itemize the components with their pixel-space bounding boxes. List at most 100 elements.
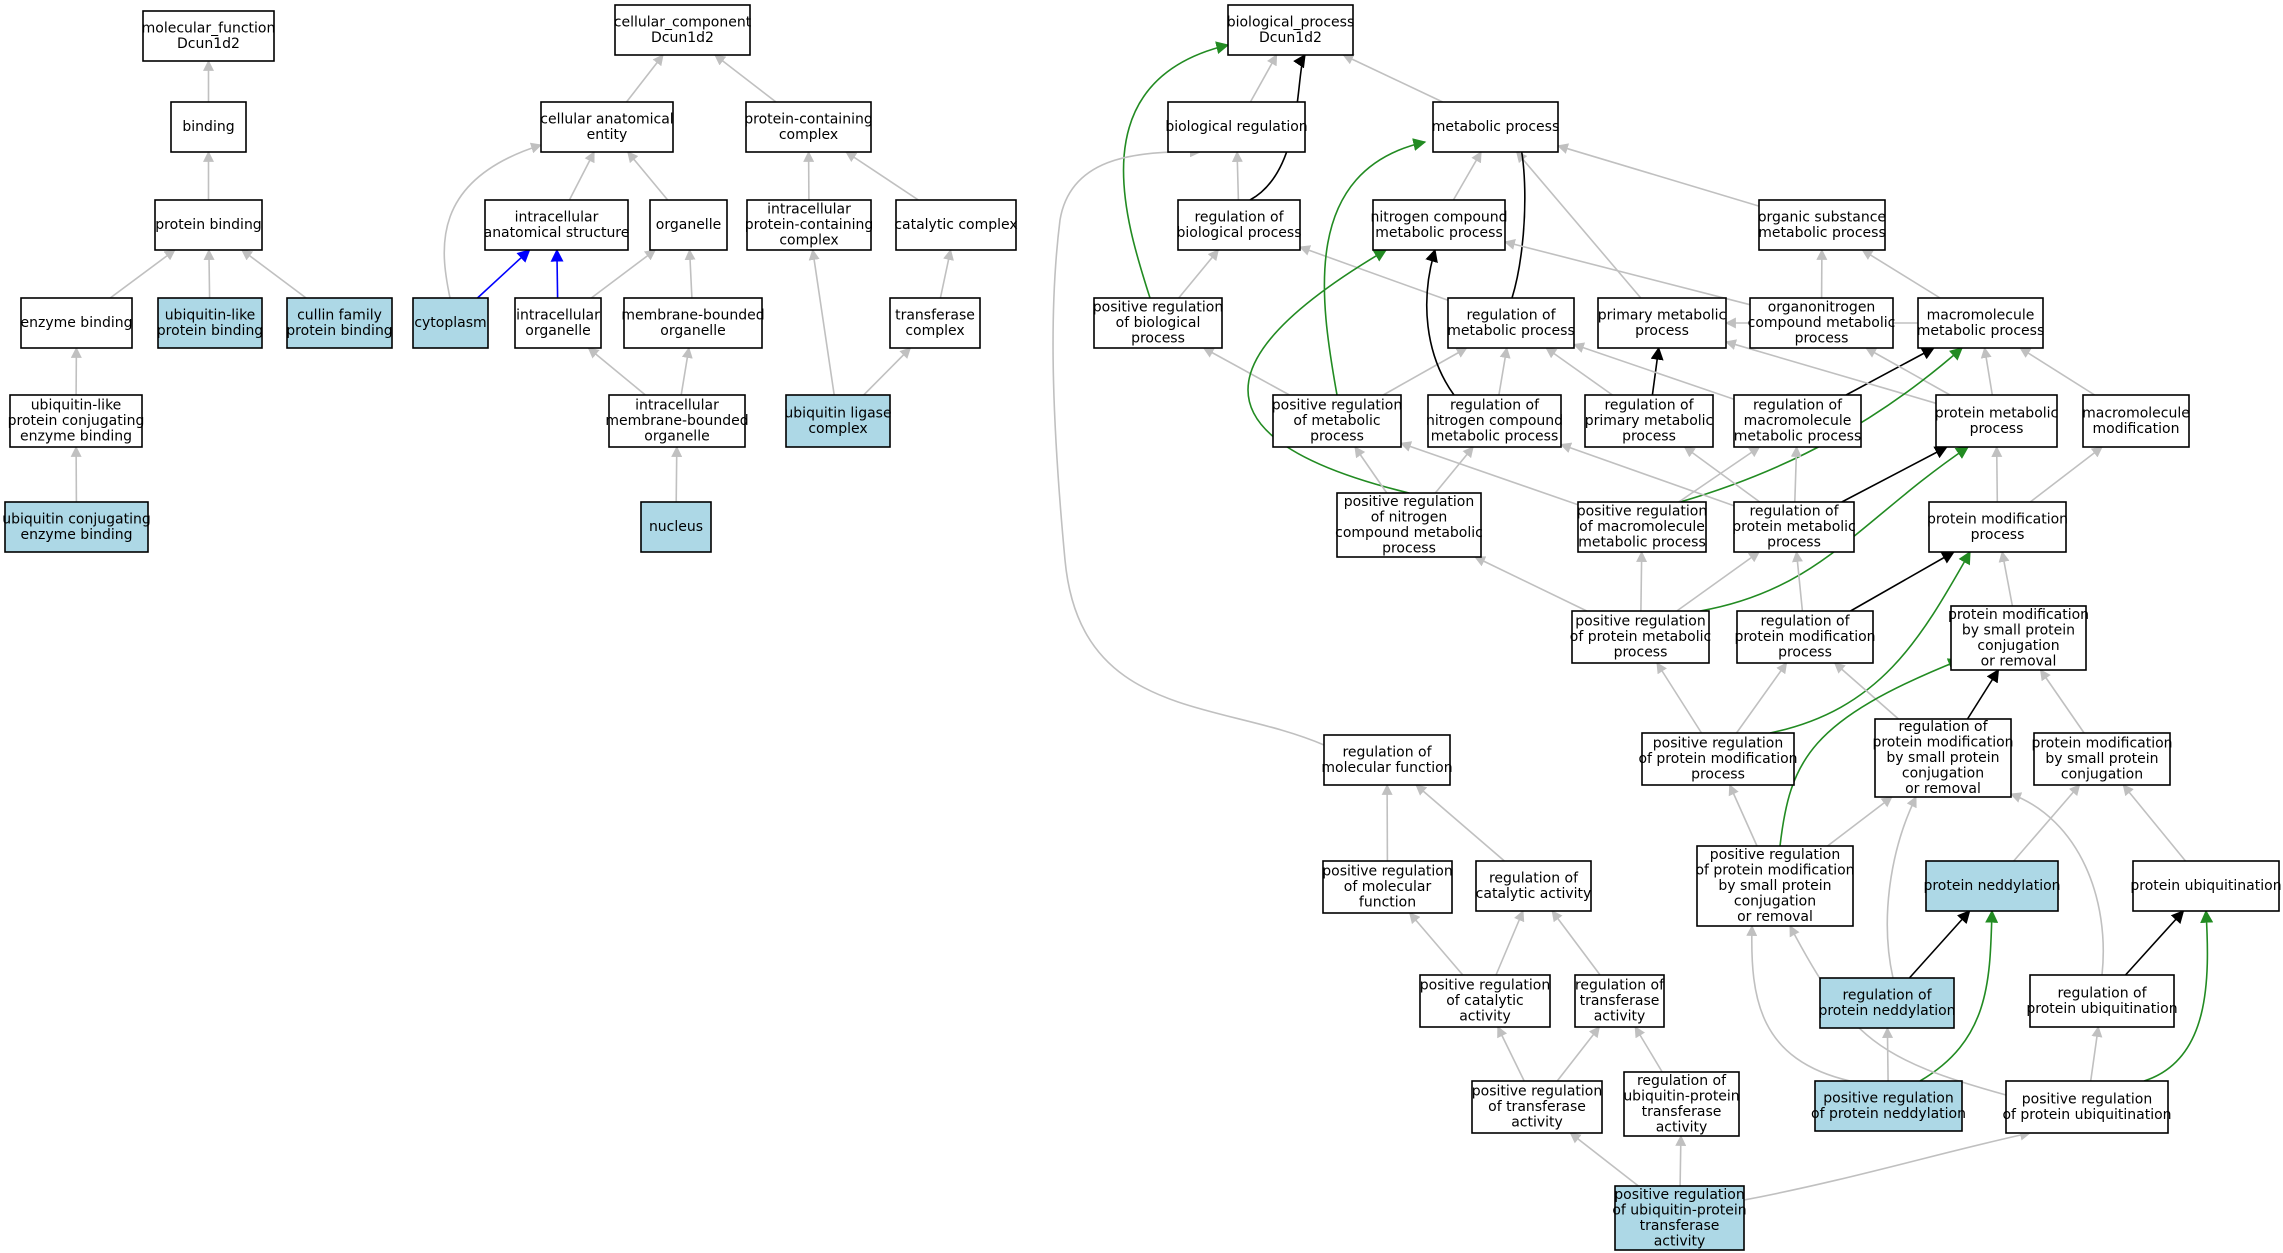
node-label-line: metabolic process [1758,225,1886,241]
node-label-line: protein neddylation [1923,878,2060,894]
node-label-line: protein binding [286,323,392,339]
node-label-line: conjugation [2061,767,2143,783]
node-box [746,199,872,251]
node-label-line: entity [587,127,628,143]
go-term-node-ubiquitination[interactable]: protein ubiquitination [2130,860,2282,912]
go-term-node-metproc[interactable]: metabolic process [1432,101,1560,153]
go-term-node-organelle[interactable]: organelle [649,199,728,251]
edge-is-a-pcc-to-cc [714,54,777,103]
edge-is-a-protmp-to-oncmp [1865,347,1951,396]
edge-is-a-pmsmp-to-protmod [1998,550,2014,607]
go-term-node-catcomplex[interactable]: catalytic complex [894,199,1018,251]
edge-is-a-posregmp-to-posregbp [1202,347,1290,396]
edge-is-a-posregprotmp-to-regprotmp [1676,551,1760,612]
go-term-node-enzbind[interactable]: enzyme binding [20,297,133,349]
edge-is-a-ublbind-to-protbind [203,248,215,299]
node-label-line: regulation of [1466,307,1556,323]
edge-is-a-regmp-to-regbp [1298,245,1449,302]
node-label-line: protein ubiquitination [2026,1001,2177,1017]
go-term-node-regubtrans[interactable]: regulation ofubiquitin-proteintransferas… [1623,1071,1740,1137]
edge-is-a-regnedd-to-regpmsmp [1886,796,1917,979]
node-box [2005,1080,2169,1134]
node-box [142,10,275,62]
node-label-line: or removal [1737,909,1813,925]
node-label-line: positive regulation [1823,1090,1953,1106]
go-term-node-cytoplasm[interactable]: cytoplasm [412,297,489,349]
node-label-line: cullin family [297,307,382,323]
node-label-line: activity [1594,1009,1646,1025]
node-box [484,199,629,251]
node-label-line: Dcun1d2 [651,30,714,46]
node-label-line: regulation of [1898,719,1988,735]
go-term-node-protbind[interactable]: protein binding [154,199,263,251]
node-box [1928,501,2067,553]
go-term-node-bioreg[interactable]: biological regulation [1165,101,1308,153]
node-box [1641,732,1795,786]
go-term-node-neddylation[interactable]: protein neddylation [1923,860,2061,912]
edge-is-a-imbo-to-intorg [587,347,646,396]
edge-is-a-posregmacromp-to-regmacromp [1678,446,1761,503]
go-term-node-nucleus[interactable]: nucleus [640,501,712,553]
edge-is-a-regtrans-to-regcat [1551,910,1601,976]
node-label-line: ubiquitin conjugating [2,511,151,527]
node-box [1597,297,1727,349]
go-term-node-binding[interactable]: binding [170,101,247,153]
node-label-line: regulation of [1342,744,1432,760]
node-label-line: intracellular [515,209,599,225]
node-label-line: biological process [1177,225,1302,241]
node-label-line: positive regulation [1472,1084,1602,1100]
